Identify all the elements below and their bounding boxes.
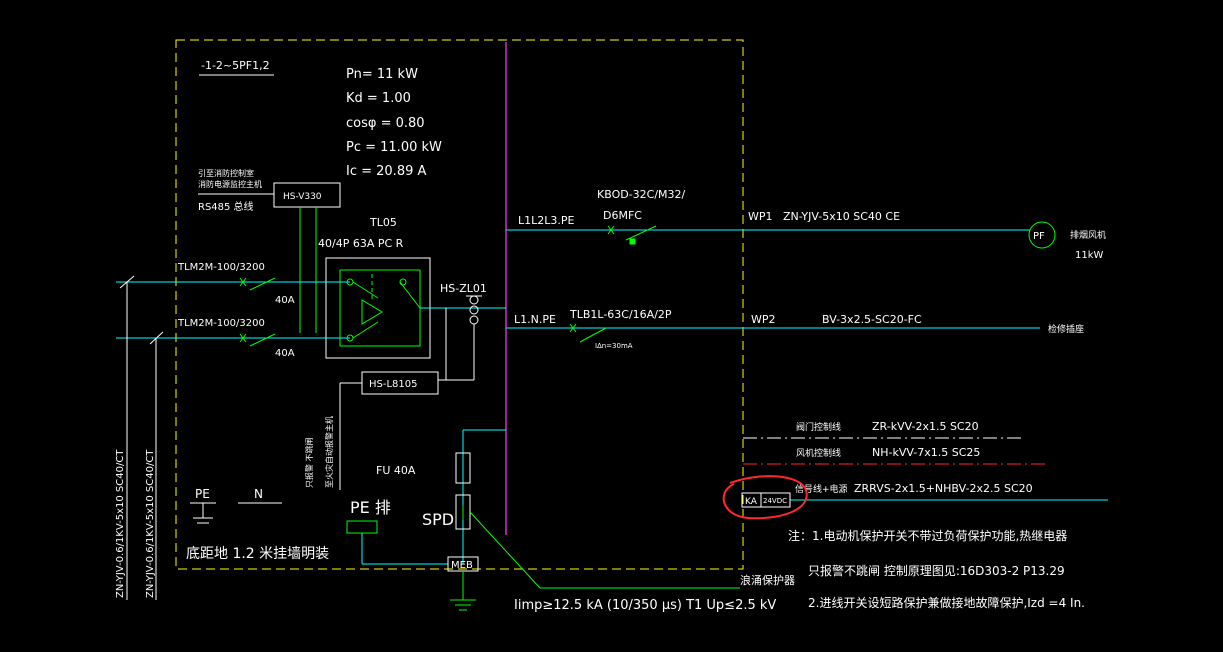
calc-pn: Pn= 11 kW (346, 67, 418, 82)
fuse-icon (455, 452, 471, 484)
pe-symbol-icon (190, 502, 216, 524)
panel-id: -1-2~5PF1,2 (201, 59, 270, 72)
fire-alarm-note: 只报警 不跳闸 (304, 437, 314, 488)
incomer2-tick (149, 331, 164, 345)
incoming-cable-1: ZN-YJV-0.6/1KV-5x10 SC40/CT (115, 449, 126, 598)
control-1-label: 阀门控制线 (796, 421, 841, 433)
panel-enclosure (175, 39, 744, 570)
calc-pc: Pc = 11.00 kW (346, 140, 442, 155)
wp1-id: WP1 (748, 210, 773, 223)
note-1-cont: 只报警不跳闸 控制原理图见:16D303-2 P13.29 (808, 563, 1065, 578)
wp1-breaker: KBOD-32C/M32/ (597, 188, 686, 201)
ats-outer-box (325, 257, 431, 359)
fire-link-line1: 引至消防控制室 (198, 168, 254, 178)
wp2-leak: I∆n=30mA (595, 342, 633, 350)
pe-label: PE (195, 487, 210, 501)
spd-to-meb (469, 511, 541, 589)
pe-bar-icon (346, 520, 378, 534)
incomer1-tick (119, 275, 135, 289)
pe-bar-label: PE 排 (350, 498, 391, 517)
load-calc: Pn= 11 kW Kd = 1.00 cosφ = 0.80 Pc = 11.… (346, 67, 442, 179)
ats-rating: 40/4P 63A PC R (318, 237, 404, 250)
meb-label: MEB (451, 560, 473, 571)
incomer2-breaker-icon (239, 333, 276, 347)
ground-icon (450, 571, 476, 611)
wp2-breaker-icon (569, 323, 607, 343)
control-3-label: 信号线+电源 (795, 483, 848, 495)
control-2-label: 风机控制线 (796, 447, 841, 459)
v24-label: 24VDC (763, 497, 787, 505)
control-1-cable: ZR-kVV-2x1.5 SC20 (872, 420, 979, 433)
ats-contact-3 (399, 278, 407, 286)
red-markup-circle (722, 475, 808, 520)
motor-icon (1028, 221, 1056, 249)
hs-v330-label: HS-V330 (283, 192, 322, 202)
note-2: 2.进线开关设短路保护兼做接地故障保护,Izd =4 In. (808, 595, 1085, 610)
wp2-phase: L1.N.PE (514, 313, 556, 326)
surge-label: 浪涌保护器 (740, 573, 795, 587)
incomer2-rating: 40A (275, 348, 295, 359)
wp1-breaker2: D6MFC (603, 209, 642, 222)
incomer2-label: TLM2M-100/3200 (177, 318, 265, 329)
ats-blade-1 (352, 281, 379, 299)
calc-kd: Kd = 1.00 (346, 91, 411, 106)
ats-blade-2 (352, 321, 379, 339)
spd-spec: Iimp≥12.5 kA (10/350 μs) T1 Up≤2.5 kV (514, 598, 776, 613)
control-3-cable: ZRRVS-2x1.5+NHBV-2x2.5 SC20 (854, 482, 1033, 495)
control-2-cable: NH-kVV-7x1.5 SC25 (872, 446, 980, 459)
current-transformer-icon (466, 295, 482, 325)
incoming-cable-2: ZN-YJV-0.6/1KV-5x10 SC40/CT (145, 449, 156, 598)
wp1-breaker-icon (607, 225, 657, 245)
wp1-phase: L1L2L3.PE (518, 214, 575, 227)
ats-blade-3 (399, 281, 421, 309)
hs-zl01-label: HS-ZL01 (440, 282, 487, 295)
wp1-load: 排烟风机 (1070, 229, 1106, 241)
ka-label: KA (745, 497, 758, 507)
wp2-load: 检修插座 (1048, 323, 1084, 335)
incomer1-label: TLM2M-100/3200 (177, 262, 265, 273)
ats-inner-box (339, 269, 421, 347)
calc-cos: cosφ = 0.80 (346, 116, 425, 131)
mount-note: 底距地 1.2 米挂墙明装 (186, 546, 329, 562)
fire-alarm-label: 至火灾自动报警主机 (324, 416, 334, 488)
incomer1-rating: 40A (275, 295, 295, 306)
calc-ic: Ic = 20.89 A (346, 164, 426, 179)
hs-l8105-label: HS-L8105 (369, 379, 418, 390)
wp2-id: WP2 (751, 313, 776, 326)
tl05-label: TL05 (369, 216, 397, 229)
ats-actuator-icon (361, 299, 383, 325)
wp1-cable: ZN-YJV-5x10 SC40 CE (783, 210, 900, 223)
ka-box (741, 492, 791, 508)
motor-label: PF (1033, 231, 1045, 242)
fire-link-line2: 消防电源监控主机 (198, 179, 262, 189)
wp2-cable: BV-3x2.5-SC20-FC (822, 313, 922, 326)
rs485-label: RS485 总线 (198, 200, 254, 213)
note-1: 注：1.电动机保护开关不带过负荷保护功能,热继电器 (788, 528, 1067, 543)
incomer1-breaker-icon (239, 277, 276, 291)
wp1-power: 11kW (1075, 250, 1104, 261)
hs-v330-box (273, 182, 341, 208)
n-label: N (254, 487, 263, 501)
wp2-breaker: TLB1L-63C/16A/2P (569, 308, 672, 321)
spd-label: SPD (422, 510, 454, 529)
fu-label: FU 40A (376, 464, 416, 477)
